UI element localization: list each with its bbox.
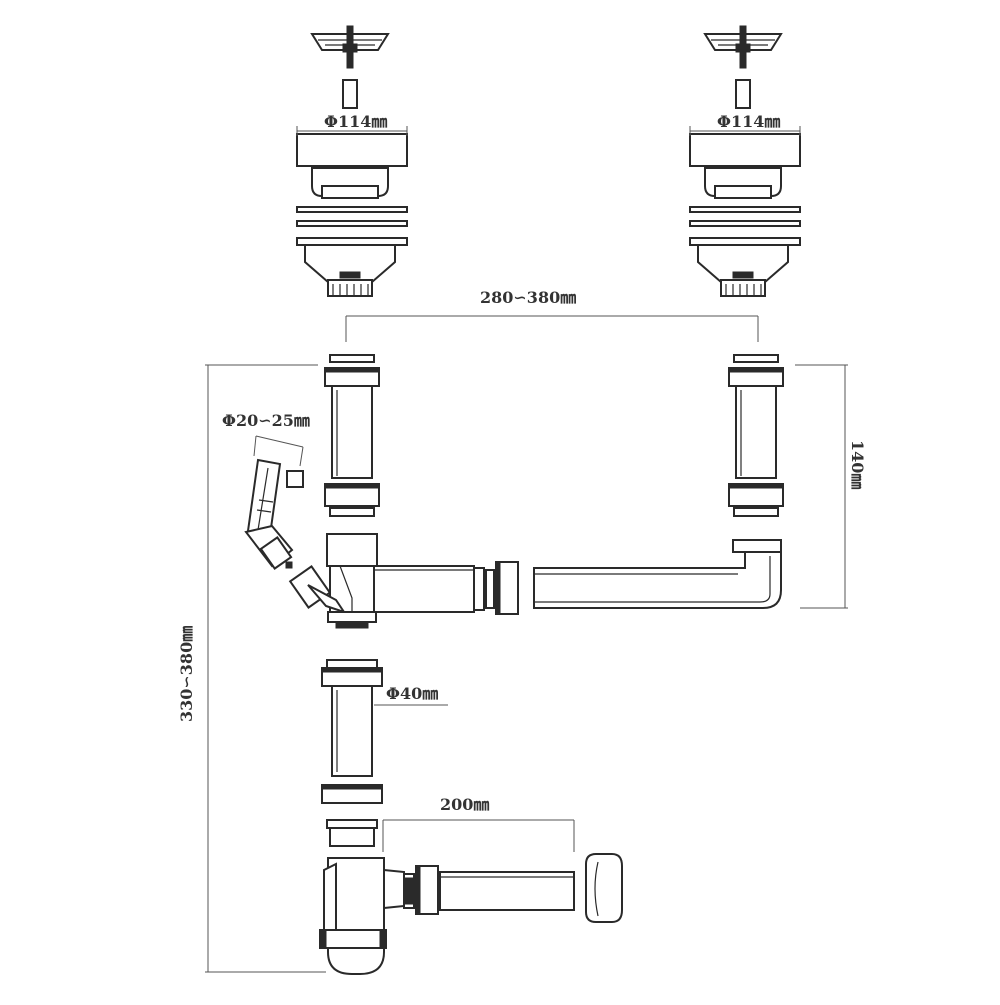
tee-junction <box>307 533 485 629</box>
outlet-length-label: 200㎜ <box>440 795 489 814</box>
side-inlet-hose: Φ20∽25㎜ <box>222 411 332 609</box>
side-inlet-diameter-label: Φ20∽25㎜ <box>222 411 310 430</box>
connector-nut <box>485 561 519 615</box>
left-strainer-basket <box>310 25 390 69</box>
pipe-diameter-label: Φ40㎜ <box>386 684 438 703</box>
left-strainer-body <box>296 133 408 297</box>
right-strainer-diameter-label: Φ114㎜ <box>717 112 780 131</box>
overflow-connecting-pipe <box>533 539 782 609</box>
basin-spacing-dimension: 280∽380㎜ <box>345 288 759 342</box>
total-height-dimension: 330∽380㎜ <box>177 364 326 973</box>
overflow-height-label: 140㎜ <box>848 440 867 489</box>
bottle-trap <box>319 857 575 975</box>
outlet-length-dimension: 200㎜ <box>382 795 575 852</box>
left-strainer-stem <box>342 79 358 109</box>
left-strainer-diameter-label: Φ114㎜ <box>324 112 387 131</box>
right-tailpiece <box>728 354 784 517</box>
right-strainer-assembly: Φ114㎜ <box>689 25 801 297</box>
right-strainer-basket <box>703 25 783 69</box>
right-strainer-stem <box>735 79 751 109</box>
basin-spacing-label: 280∽380㎜ <box>480 288 576 307</box>
left-strainer-assembly: Φ114㎜ <box>296 25 408 297</box>
wall-outlet-cover <box>585 853 623 923</box>
overflow-height-dimension: 140㎜ <box>795 364 867 609</box>
left-tailpiece <box>324 354 380 517</box>
right-strainer-body <box>689 133 801 297</box>
center-pipe: Φ40㎜ <box>321 659 448 847</box>
total-height-label: 330∽380㎜ <box>177 626 196 722</box>
